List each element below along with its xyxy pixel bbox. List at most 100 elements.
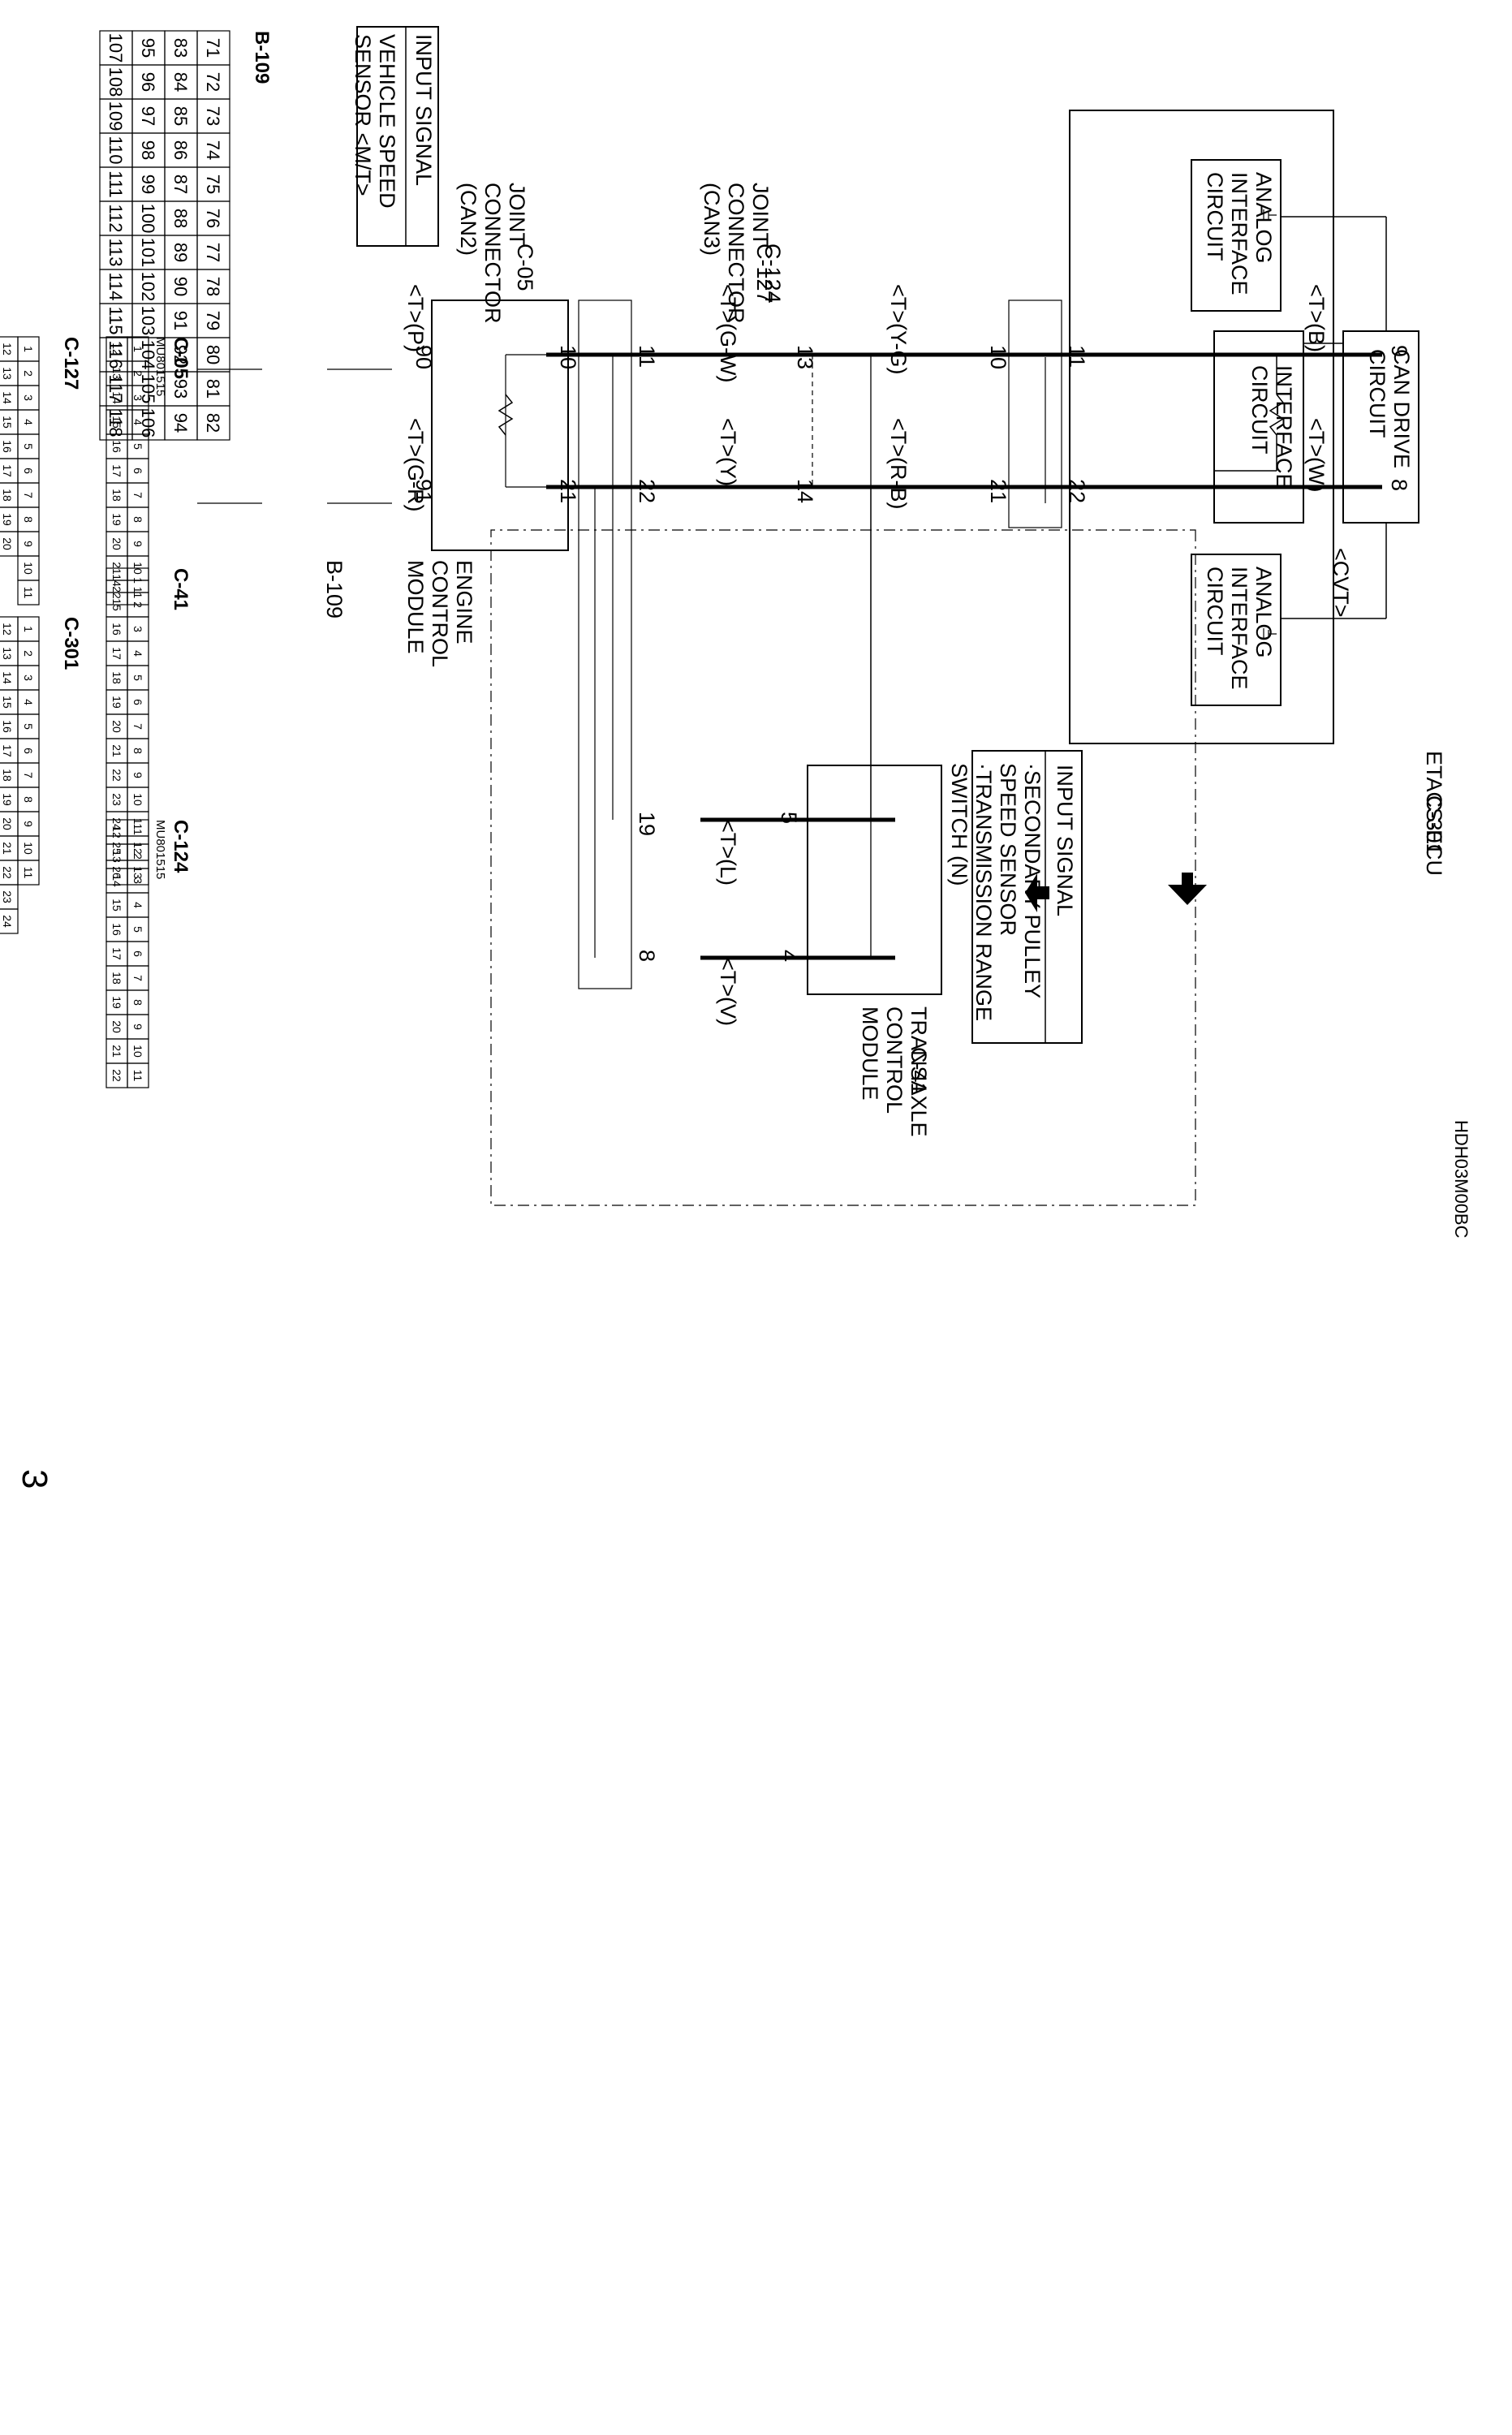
pin-number: 3 bbox=[22, 674, 35, 681]
pin-number: 73 bbox=[203, 106, 223, 126]
pin-number: 1 bbox=[131, 829, 144, 835]
pin-number: 5 bbox=[22, 443, 35, 450]
pin-c05-l-out: 21 bbox=[986, 479, 1010, 503]
pin-number: 17 bbox=[110, 947, 123, 960]
pin-number: 7 bbox=[22, 492, 35, 498]
analog-interface-block-1 bbox=[1191, 159, 1282, 312]
pin-number: 6 bbox=[131, 468, 144, 474]
pin-number: 1 bbox=[22, 346, 35, 352]
pin-number: 7 bbox=[131, 492, 144, 498]
pin-cell bbox=[99, 405, 133, 441]
pin-number: 8 bbox=[131, 516, 144, 523]
pin-c05-l-in: 22 bbox=[1065, 479, 1089, 503]
b109-label: B-109 bbox=[322, 560, 347, 618]
pin-etacs-l: 8 bbox=[1387, 479, 1411, 491]
input-signal-cvt-lines-line: SWITCH (N) bbox=[947, 763, 971, 886]
c05-label: C-05 bbox=[513, 244, 537, 291]
pin-cvt-l-c124: 8 bbox=[635, 950, 659, 962]
pin-number: 85 bbox=[170, 106, 191, 126]
transaxle-module-label-line: MODULE bbox=[858, 1006, 882, 1101]
analog-interface-label-1-line: INTERFACE bbox=[1227, 172, 1251, 295]
wire-ecm-l: <T>(G-R) bbox=[403, 418, 428, 512]
wire-tcm-h: <T>(L) bbox=[716, 820, 740, 886]
input-signal-cvt-box bbox=[971, 750, 1083, 1044]
pin-number: 8 bbox=[22, 796, 35, 803]
pin-number: 16 bbox=[110, 440, 123, 453]
figure-code: HDH03M00BC bbox=[1451, 1120, 1471, 1239]
pin-number: 3 bbox=[22, 394, 35, 401]
input-signal-cvt-title: INPUT SIGNAL bbox=[1053, 765, 1077, 916]
pin-number: 17 bbox=[110, 464, 123, 477]
pin-number: 78 bbox=[203, 277, 223, 296]
pin-c124-l-in: 22 bbox=[635, 479, 659, 503]
pin-number: 12 bbox=[1, 623, 14, 636]
can-drive-block bbox=[1342, 330, 1419, 524]
pin-number: 17 bbox=[110, 647, 123, 660]
pin-number: 111 bbox=[106, 170, 126, 197]
pin-number: 2 bbox=[22, 370, 35, 377]
input-signal-engine-lines-line: VEHICLE SPEED bbox=[375, 34, 399, 209]
pin-number: 100 bbox=[138, 204, 158, 234]
wire-mid2-l: <T>(Y) bbox=[716, 418, 740, 486]
pin-number: 72 bbox=[203, 72, 223, 92]
pin-number: 15 bbox=[110, 416, 123, 429]
c124-label: C-124 bbox=[760, 244, 785, 304]
pin-number: 20 bbox=[110, 1020, 123, 1033]
pin-number: 74 bbox=[203, 140, 223, 160]
pin-number: 117 bbox=[106, 374, 126, 403]
pin-number: 10 bbox=[131, 793, 144, 806]
engine-module-label-line: MODULE bbox=[403, 560, 428, 654]
pin-number: 15 bbox=[110, 598, 123, 611]
pin-number: 18 bbox=[110, 671, 123, 684]
c41-connector-view-label: C-41 bbox=[170, 568, 192, 610]
pin-number: 22 bbox=[110, 769, 123, 782]
pin-tcm-h: 5 bbox=[777, 812, 801, 824]
analog-interface-label-1-line: CIRCUIT bbox=[1203, 172, 1227, 261]
analog-interface-label-2-line: CIRCUIT bbox=[1203, 567, 1227, 656]
joint-connector-can3-label-line: (CAN3) bbox=[700, 183, 724, 256]
pin-number: 81 bbox=[203, 379, 223, 399]
pin-number: 93 bbox=[170, 379, 191, 399]
pin-number: 9 bbox=[131, 772, 144, 778]
block-labels: ANALOGINTERFACECIRCUITINTERFACECIRCUITAN… bbox=[351, 34, 1414, 1137]
pin-number: 19 bbox=[110, 513, 123, 526]
pin-number: 15 bbox=[1, 416, 14, 429]
pin-number: 1 bbox=[131, 577, 144, 584]
pin-number: 10 bbox=[22, 562, 35, 575]
pin-number: 1 bbox=[131, 346, 144, 352]
pin-number: 9 bbox=[22, 821, 35, 827]
pin-number: 99 bbox=[138, 175, 158, 194]
wire-etacs-h: <T>(B) bbox=[1304, 284, 1329, 352]
etacs-connector-label: C-301 bbox=[1422, 795, 1446, 855]
pin-number: 26 bbox=[110, 866, 123, 879]
connector-views: B-10971727374757677787980818283848586878… bbox=[0, 30, 273, 1088]
pin-number: 89 bbox=[170, 243, 191, 262]
pin-number: 18 bbox=[110, 489, 123, 502]
pin-number: 4 bbox=[131, 650, 144, 657]
engine-input-arrow bbox=[1168, 873, 1207, 905]
pin-number: 2 bbox=[131, 601, 144, 608]
pin-number: 7 bbox=[131, 975, 144, 981]
pin-number: 25 bbox=[110, 842, 123, 855]
pin-number: 109 bbox=[106, 101, 126, 131]
pin-number: 118 bbox=[106, 408, 126, 437]
pin-number: 77 bbox=[203, 243, 223, 262]
c124-branch-h bbox=[612, 354, 614, 820]
pin-number: 83 bbox=[170, 38, 191, 58]
pin-number: 1 bbox=[22, 626, 35, 632]
analog-ground-symbol-1 bbox=[1263, 209, 1277, 221]
interface-label-line: INTERFACE bbox=[1272, 365, 1296, 489]
pin-number: 14 bbox=[1, 671, 14, 684]
cvt-input-arrow bbox=[1025, 873, 1049, 912]
pin-number: 91 bbox=[170, 311, 191, 330]
c127-label: C-127 bbox=[752, 244, 777, 304]
pin-number: 113 bbox=[106, 238, 126, 266]
input-signal-cvt-lines-line: SPEED SENSOR bbox=[996, 763, 1020, 936]
pin-cvt-h-c124: 19 bbox=[635, 812, 659, 836]
pin-number: 4 bbox=[22, 699, 35, 705]
pin-number: 8 bbox=[22, 516, 35, 523]
pin-number: 19 bbox=[110, 996, 123, 1009]
